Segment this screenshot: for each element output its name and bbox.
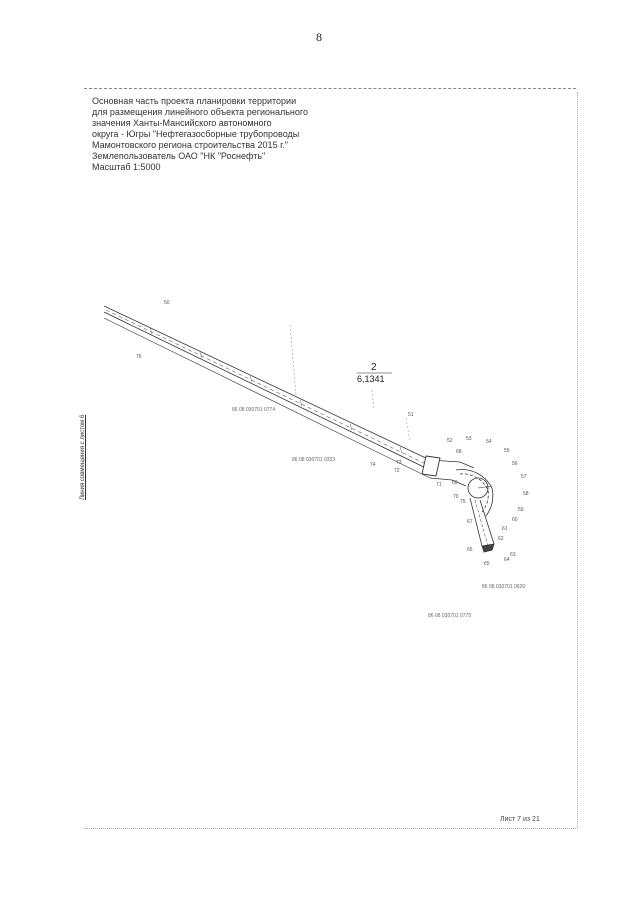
title-block: Основная часть проекта планировки террит…: [92, 96, 332, 173]
point-label: 66: [467, 547, 473, 553]
cadastral-number: 86 08 030701 0333: [292, 457, 335, 463]
frame-top-border: [84, 88, 576, 89]
branch-end: [481, 543, 495, 553]
point-label: 64: [504, 557, 510, 563]
point-label: 73: [396, 460, 402, 466]
point-label: 59: [518, 507, 524, 513]
point-label: 65: [484, 561, 490, 567]
point-label: 62: [498, 536, 504, 542]
point-label: 74: [370, 462, 376, 468]
point-label: 61: [502, 526, 508, 532]
bend-circle: [467, 477, 489, 499]
point-label: 63: [510, 552, 516, 558]
cadastral-number: 86 08 030701 0775: [428, 613, 471, 619]
branch-edge: [479, 499, 495, 545]
point-label: 57: [521, 474, 527, 480]
point-label: 69: [452, 480, 458, 486]
frame-right-border: [577, 92, 578, 828]
title-line: Основная часть проекта планировки террит…: [92, 96, 297, 106]
corridor-edge-outer: [103, 317, 431, 479]
title-line: Мамонтовского региона строительства 2015…: [92, 140, 288, 150]
corridor-edge-lower: [103, 311, 431, 471]
leader-lines: [289, 324, 411, 443]
frame-bottom-border: [84, 828, 576, 829]
area-value: 6,1341: [357, 374, 385, 384]
point-label: 67: [467, 519, 473, 525]
point-label: 68: [456, 449, 462, 455]
junction-edge: [429, 477, 467, 487]
scale-label: Масштаб 1:5000: [92, 162, 161, 172]
point-label: 58: [523, 491, 529, 497]
point-label: 51: [408, 412, 414, 418]
point-label: 52: [447, 438, 453, 444]
pipeline-corridor: [103, 305, 431, 479]
point-label: 70: [453, 494, 459, 500]
point-label: 76: [136, 354, 142, 360]
branch-centerline: [474, 499, 489, 547]
junction-edge: [429, 459, 475, 469]
title-line: округа - Югры "Нефтегазосборные трубопро…: [92, 129, 300, 139]
sheet-number: Лист 7 из 21: [500, 816, 540, 823]
pipe-centerline: [105, 309, 431, 467]
point-label: 56: [512, 461, 518, 467]
point-label: 75: [460, 499, 466, 505]
point-label: 72: [394, 468, 400, 474]
junction-pad: [421, 455, 441, 477]
point-label: 50: [164, 300, 170, 306]
area-number: 2: [371, 362, 377, 373]
point-label: 53: [466, 436, 472, 442]
cadastral-number: 86 08 030701 0620: [482, 584, 525, 590]
point-label: 60: [512, 517, 518, 523]
corridor-edge-upper: [103, 305, 431, 461]
title-line: Землепользователь ОАО "НК "Роснефть": [92, 151, 266, 161]
point-label: 71: [436, 482, 442, 488]
point-label: 55: [504, 448, 510, 454]
junction-area: [421, 455, 494, 517]
bend-outer-arc: [455, 469, 494, 517]
title-line: значения Ханты-Мансийского автономного: [92, 118, 272, 128]
page-number: 8: [316, 30, 322, 44]
cadastral-number: 86 08 030701 0774: [232, 407, 275, 413]
title-line: для размещения линейного объекта региона…: [92, 107, 308, 117]
branch-edge: [469, 497, 483, 547]
point-label: 54: [486, 439, 492, 445]
branch-corridor: [469, 497, 495, 553]
corridor-ticks: [149, 327, 403, 454]
